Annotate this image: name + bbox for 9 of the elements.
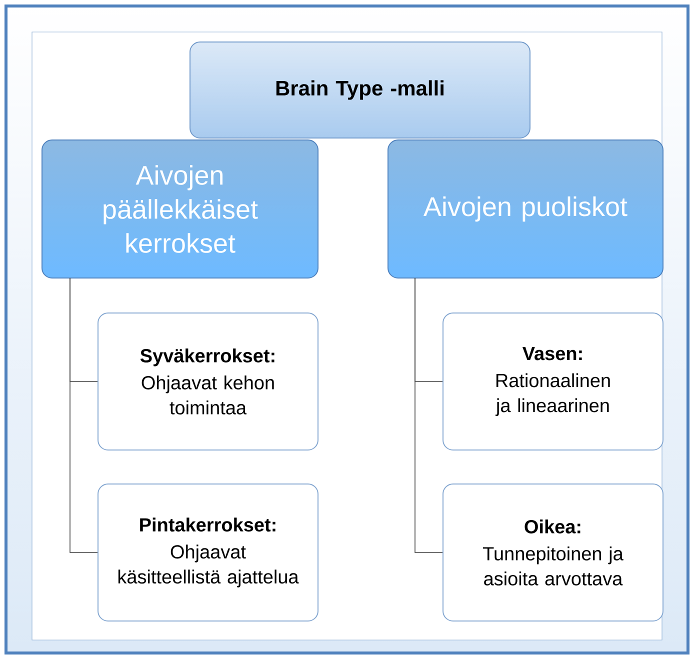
item-box: Pintakerrokset: Ohjaavat käsitteellistä ajattelua	[98, 484, 318, 622]
connector-line	[414, 278, 443, 553]
category-box: Aivojen puoliskot	[388, 140, 664, 278]
item-box: Vasen: Rationaalinen ja lineaarinen	[442, 312, 664, 450]
connector-line	[70, 278, 98, 553]
title-box: Brain Type -malli	[190, 42, 530, 138]
item-box: Oikea: Tunnepitoinen ja asioita arvottava	[442, 484, 664, 622]
item-box: Syväkerrokset: Ohjaavat kehon toimintaa	[98, 312, 318, 450]
category-box: Aivojen päällekkäiset kerrokset	[42, 140, 318, 278]
